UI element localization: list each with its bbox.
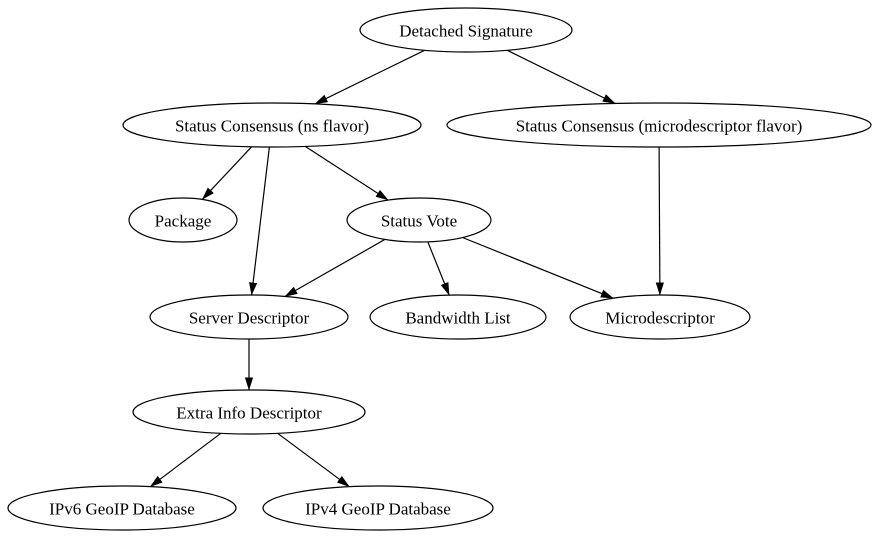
node-ellipse-detached-signature bbox=[359, 7, 573, 53]
edge-status-consensus-ns-to-status-vote bbox=[304, 145, 389, 201]
node-label-bandwidth-list: Bandwidth List bbox=[405, 309, 511, 328]
node-label-extra-info-descriptor: Extra Info Descriptor bbox=[176, 404, 322, 423]
node-detached-signature: Detached Signature bbox=[359, 7, 573, 53]
node-label-status-consensus-micro: Status Consensus (microdescriptor flavor… bbox=[516, 117, 803, 136]
node-status-vote: Status Vote bbox=[346, 197, 492, 243]
edge-status-vote-to-microdescriptor bbox=[462, 236, 614, 299]
edge-status-consensus-ns-to-package bbox=[201, 146, 253, 200]
node-ellipse-status-consensus-ns bbox=[122, 102, 422, 148]
node-package: Package bbox=[128, 197, 238, 243]
edge-detached-signature-to-status-consensus-ns bbox=[314, 49, 425, 105]
edge-extra-info-descriptor-to-ipv4-geoip-database bbox=[277, 432, 350, 488]
edge-status-vote-to-server-descriptor bbox=[284, 238, 386, 298]
node-label-status-vote: Status Vote bbox=[381, 212, 457, 231]
node-ipv6-geoip-database: IPv6 GeoIP Database bbox=[7, 485, 237, 531]
node-ellipse-ipv6-geoip-database bbox=[7, 485, 237, 531]
node-label-microdescriptor: Microdescriptor bbox=[605, 309, 715, 328]
node-ellipse-bandwidth-list bbox=[369, 294, 547, 340]
node-label-status-consensus-ns: Status Consensus (ns flavor) bbox=[175, 117, 369, 136]
node-microdescriptor: Microdescriptor bbox=[569, 294, 751, 340]
node-label-detached-signature: Detached Signature bbox=[399, 22, 533, 41]
node-label-package: Package bbox=[155, 212, 212, 231]
node-ipv4-geoip-database: IPv4 GeoIP Database bbox=[262, 485, 494, 531]
node-ellipse-server-descriptor bbox=[149, 294, 349, 340]
node-label-ipv6-geoip-database: IPv6 GeoIP Database bbox=[49, 500, 195, 519]
edges-layer bbox=[149, 49, 664, 488]
edge-status-vote-to-bandwidth-list bbox=[427, 241, 450, 296]
node-ellipse-ipv4-geoip-database bbox=[262, 485, 494, 531]
node-ellipse-status-consensus-micro bbox=[446, 102, 872, 148]
node-ellipse-microdescriptor bbox=[569, 294, 751, 340]
node-extra-info-descriptor: Extra Info Descriptor bbox=[132, 389, 366, 435]
node-bandwidth-list: Bandwidth List bbox=[369, 294, 547, 340]
edge-extra-info-descriptor-to-ipv6-geoip-database bbox=[149, 432, 222, 488]
node-status-consensus-micro: Status Consensus (microdescriptor flavor… bbox=[446, 102, 872, 148]
node-label-server-descriptor: Server Descriptor bbox=[189, 309, 310, 328]
edge-status-consensus-micro-to-microdescriptor bbox=[655, 146, 664, 296]
node-status-consensus-ns: Status Consensus (ns flavor) bbox=[122, 102, 422, 148]
node-ellipse-status-vote bbox=[346, 197, 492, 243]
node-server-descriptor: Server Descriptor bbox=[149, 294, 349, 340]
node-label-ipv4-geoip-database: IPv4 GeoIP Database bbox=[305, 500, 451, 519]
edge-status-consensus-ns-to-server-descriptor bbox=[249, 146, 270, 296]
node-ellipse-package bbox=[128, 197, 238, 243]
edge-detached-signature-to-status-consensus-micro bbox=[506, 49, 616, 105]
node-ellipse-extra-info-descriptor bbox=[132, 389, 366, 435]
